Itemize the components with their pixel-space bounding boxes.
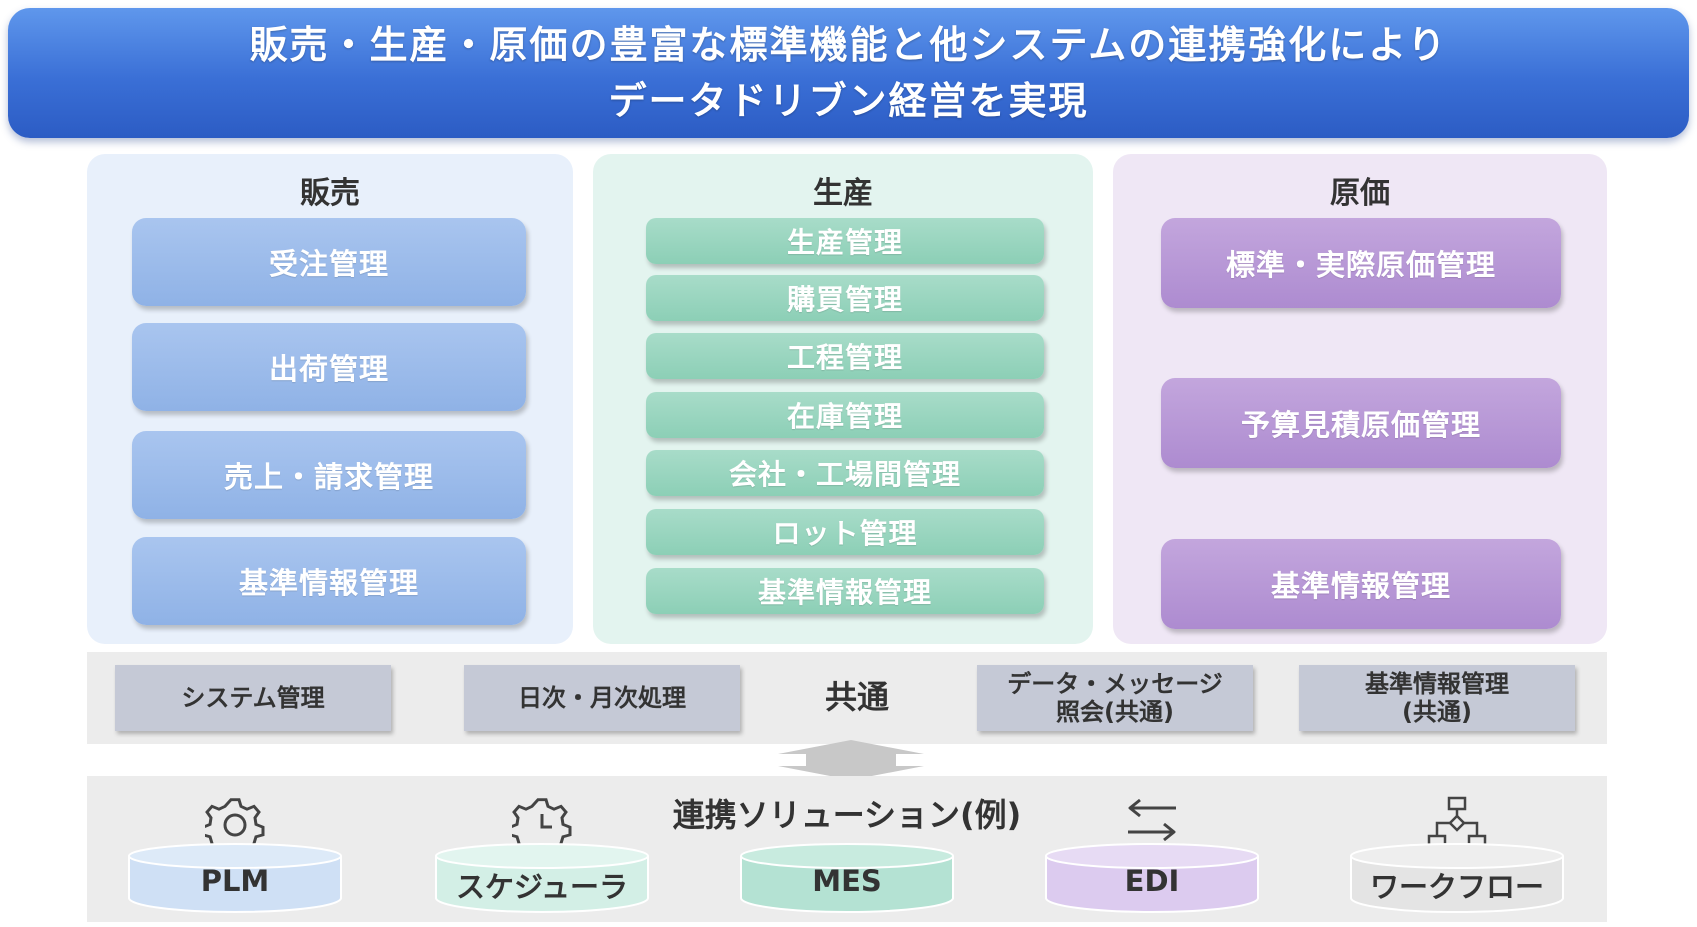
sales-title: 販売 — [300, 176, 360, 211]
production-module: 生産管理 — [646, 218, 1044, 264]
cost-title: 原価 — [1330, 176, 1390, 211]
production-module: 工程管理 — [646, 333, 1044, 379]
solution-label: ワークフロー — [1369, 870, 1544, 904]
solution-edi: EDI — [1044, 776, 1260, 922]
common-item-line: 日次・月次処理 — [518, 684, 686, 712]
solution-cylinder — [1045, 843, 1259, 913]
solution-cylinder — [740, 843, 954, 913]
sales-module: 出荷管理 — [132, 323, 526, 411]
common-item-line: 基準情報管理 — [1365, 670, 1509, 698]
exchange-arrows-icon — [1122, 796, 1182, 856]
solution-mes: MES — [739, 776, 955, 922]
common-label: 共通 — [824, 678, 889, 716]
solution-label: PLM — [200, 864, 270, 898]
common-item-line: データ・メッセージ — [1007, 670, 1223, 698]
cost-module: 基準情報管理 — [1161, 539, 1561, 629]
production-title: 生産 — [813, 176, 873, 211]
double-arrow-icon — [778, 740, 924, 780]
common-item-line: (共通) — [1402, 698, 1472, 726]
solution-label: MES — [812, 864, 882, 898]
solution-label: スケジューラ — [456, 870, 628, 904]
solution-plm: PLM — [127, 776, 343, 922]
cost-module: 予算見積原価管理 — [1161, 378, 1561, 468]
common-item-line: システム管理 — [181, 684, 325, 712]
cost-panel: 原価 標準・実際原価管理 予算見積原価管理 基準情報管理 — [1113, 154, 1607, 644]
headline-line-1: 販売・生産・原価の豊富な標準機能と他システムの連携強化により — [249, 23, 1448, 67]
solution-cylinder — [435, 843, 649, 913]
solution-workflow: ワークフロー — [1349, 776, 1565, 922]
sales-module: 基準情報管理 — [132, 537, 526, 625]
sales-panel: 販売 受注管理 出荷管理 売上・請求管理 基準情報管理 — [87, 154, 573, 644]
solution-cylinder — [128, 843, 342, 913]
solution-scheduler: スケジューラ — [434, 776, 650, 922]
common-item-system: システム管理 — [115, 665, 391, 731]
integration-area: 連携ソリューション(例) PLM — [87, 776, 1607, 922]
cost-module: 標準・実際原価管理 — [1161, 218, 1561, 308]
solution-label: EDI — [1124, 864, 1180, 898]
common-item-inquiry: データ・メッセージ 照会(共通) — [977, 665, 1253, 731]
integration-title: 連携ソリューション(例) — [672, 796, 1022, 834]
production-module: 購買管理 — [646, 275, 1044, 321]
sales-module: 売上・請求管理 — [132, 431, 526, 519]
workflow-icon — [1427, 796, 1487, 856]
common-bar: システム管理 日次・月次処理 共通 データ・メッセージ 照会(共通) 基準情報管… — [87, 652, 1607, 744]
headline-line-2: データドリブン経営を実現 — [608, 79, 1089, 123]
production-module: 基準情報管理 — [646, 568, 1044, 614]
production-module: 会社・工場間管理 — [646, 450, 1044, 496]
common-item-periodic: 日次・月次処理 — [464, 665, 740, 731]
common-item-line: 照会(共通) — [1056, 698, 1174, 726]
solution-cylinder — [1350, 843, 1564, 913]
sales-module: 受注管理 — [132, 218, 526, 306]
headline-banner: 販売・生産・原価の豊富な標準機能と他システムの連携強化により データドリブン経営… — [8, 8, 1689, 138]
common-item-master: 基準情報管理 (共通) — [1299, 665, 1575, 731]
production-module: ロット管理 — [646, 509, 1044, 555]
production-panel: 生産 生産管理 購買管理 工程管理 在庫管理 会社・工場間管理 ロット管理 基準… — [593, 154, 1093, 644]
production-module: 在庫管理 — [646, 392, 1044, 438]
